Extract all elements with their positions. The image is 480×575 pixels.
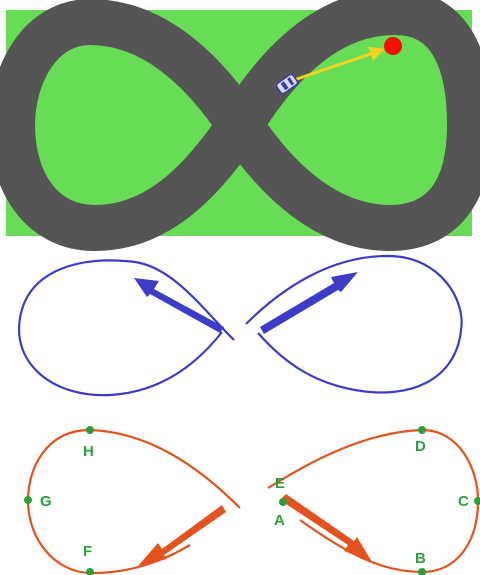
- point-c: [474, 497, 480, 505]
- point-label-e: E: [275, 475, 285, 492]
- point-label-b: B: [415, 550, 426, 567]
- point-d: [418, 426, 426, 434]
- point-f: [86, 568, 94, 575]
- point-label-g: G: [40, 493, 52, 510]
- point-label-h: H: [83, 443, 94, 460]
- target-dot: [384, 37, 402, 55]
- point-b: [418, 568, 426, 575]
- point-label-f: F: [83, 543, 92, 560]
- point-a: [279, 498, 287, 506]
- track-panel: [6, 10, 472, 236]
- point-h: [86, 426, 94, 434]
- red-path-panel: A B C D E F G H: [24, 426, 480, 575]
- point-label-d: D: [415, 438, 426, 455]
- point-label-c: C: [458, 493, 469, 510]
- point-label-a: A: [274, 512, 285, 529]
- blue-path-panel: [19, 256, 462, 395]
- point-g: [24, 496, 32, 504]
- red-arrow-right: [280, 494, 372, 562]
- red-arrow-left: [138, 505, 226, 566]
- red-left-lobe: [28, 430, 240, 573]
- red-right-lobe: [268, 430, 478, 572]
- blue-arrow-right: [260, 272, 358, 334]
- blue-arrow-left: [134, 278, 224, 333]
- blue-left-lobe: [19, 260, 234, 395]
